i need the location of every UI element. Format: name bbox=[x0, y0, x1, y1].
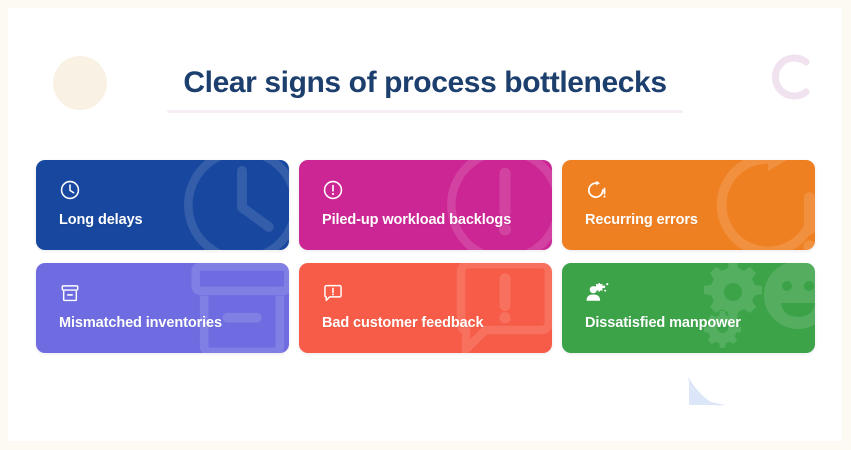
card-long-delays[interactable]: Long delays bbox=[36, 160, 289, 250]
card-label: Piled-up workload backlogs bbox=[322, 212, 512, 228]
bottleneck-card-grid: Long delays bbox=[36, 160, 815, 353]
card-label: Long delays bbox=[59, 212, 143, 228]
blue-leaf-decoration bbox=[686, 375, 730, 409]
inventory-box-watermark bbox=[181, 263, 289, 353]
clock-icon bbox=[59, 179, 81, 201]
card-bad-customer-feedback[interactable]: Bad customer feedback bbox=[299, 263, 552, 353]
exclamation-circle-watermark bbox=[444, 160, 552, 250]
inventory-box-icon bbox=[59, 282, 81, 304]
heading-block: Clear signs of process bottlenecks bbox=[8, 63, 842, 113]
card-recurring-errors[interactable]: Recurring errors bbox=[562, 160, 815, 250]
exclamation-circle-icon bbox=[322, 179, 344, 201]
card-label: Bad customer feedback bbox=[322, 315, 484, 331]
clock-watermark bbox=[181, 160, 289, 250]
person-gear-icon bbox=[585, 282, 609, 304]
card-label: Dissatisfied manpower bbox=[585, 315, 741, 331]
card-mismatched-inventories[interactable]: Mismatched inventories bbox=[36, 263, 289, 353]
card-piled-up-workload-backlogs[interactable]: Piled-up workload backlogs bbox=[299, 160, 552, 250]
refresh-alert-icon bbox=[585, 179, 607, 201]
person-gear-watermark bbox=[695, 263, 815, 353]
chat-alert-watermark bbox=[444, 263, 552, 353]
title-underline bbox=[167, 110, 683, 113]
card-label: Mismatched inventories bbox=[59, 315, 222, 331]
slide-canvas: Clear signs of process bottlenecks bbox=[8, 8, 842, 441]
refresh-alert-watermark bbox=[707, 160, 815, 250]
page-title: Clear signs of process bottlenecks bbox=[183, 66, 667, 99]
card-label: Recurring errors bbox=[585, 212, 698, 228]
chat-alert-icon bbox=[322, 282, 344, 304]
card-dissatisfied-manpower[interactable]: Dissatisfied manpower bbox=[562, 263, 815, 353]
